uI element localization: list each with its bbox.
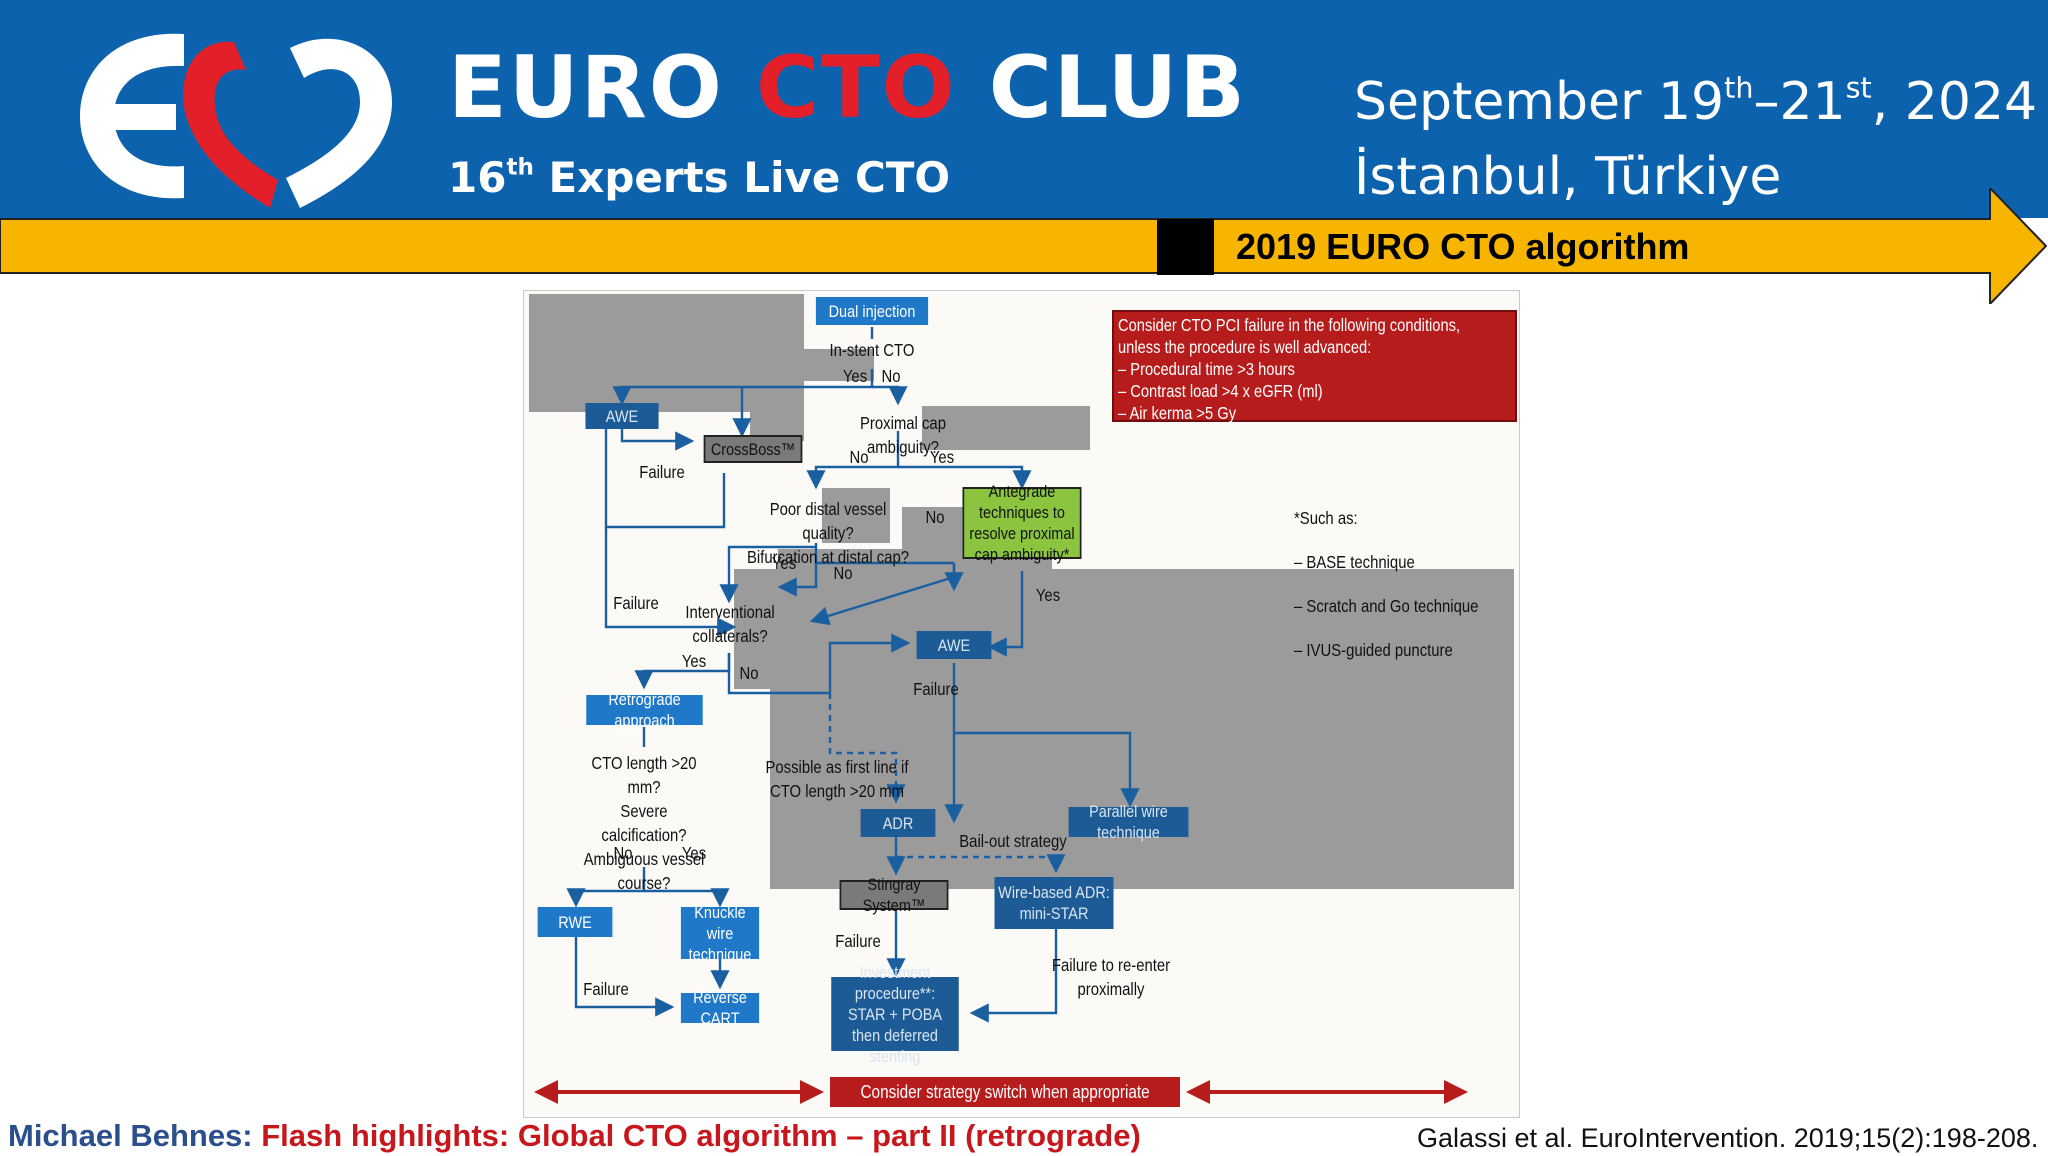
strategy-switch-bar: Consider strategy switch when appropriat…: [830, 1077, 1180, 1107]
section-arrow: [0, 188, 2048, 304]
possible-first-line-note: Possible as first line if CTO length >20…: [765, 757, 909, 801]
shade-region: [804, 349, 874, 381]
dual-injection-box: Dual injection: [815, 297, 929, 325]
failure-awe-label: Failure: [913, 679, 959, 699]
such-as-item: – BASE technique: [1294, 552, 1415, 572]
in-stent-cto-label: In-stent CTO: [829, 340, 915, 360]
knuckle-wire-box: Knuckle wire technique: [680, 903, 760, 964]
reverse-cart-box: Reverse CART: [680, 988, 760, 1028]
distal-vessel-question: Poor distal vessel quality? Bifurcation …: [746, 499, 910, 567]
antegrade-techniques-box: Antegrade techniques to resolve proximal…: [962, 482, 1082, 564]
antegrade-no-label: No: [925, 507, 945, 527]
bailout-strategy-label: Bail-out strategy: [959, 831, 1067, 851]
shade-region: [822, 488, 890, 543]
proximal-no-label: No: [849, 447, 869, 467]
failure-condition-item: – Contrast load >4 x eGFR (ml): [1118, 381, 1323, 401]
footer-talk-info: Michael Behnes: Flash highlights: Global…: [8, 1116, 1141, 1156]
distal-no-label: No: [833, 563, 853, 583]
proximal-yes-label: Yes: [929, 447, 955, 467]
failure-condition-item: – Procedural time >3 hours: [1118, 359, 1295, 379]
such-as-item: – Scratch and Go technique: [1294, 596, 1479, 616]
shade-region: [922, 406, 1090, 450]
brand-part-cto: CTO: [755, 38, 957, 138]
stingray-system-box: Stingray System™: [839, 875, 949, 915]
length-no-label: No: [613, 843, 633, 863]
flow-connectors: [534, 327, 1468, 1104]
subtitle-text: Experts Live CTO: [533, 153, 951, 202]
such-as-note: *Such as: – BASE technique – Scratch and…: [1294, 485, 1490, 683]
rwe-box: RWE: [537, 907, 613, 937]
in-stent-no-label: No: [881, 366, 901, 386]
such-as-title: *Such as:: [1294, 508, 1358, 528]
presenter-name: Michael Behnes:: [8, 1118, 253, 1153]
parallel-wire-box: Parallel wire technique: [1068, 802, 1189, 842]
collaterals-no-label: No: [739, 663, 759, 683]
strategy-switch-label: Consider strategy switch when appropriat…: [860, 1081, 1150, 1102]
failure-conditions-title2: unless the procedure is well advanced:: [1118, 337, 1372, 357]
failure-left-label: Failure: [613, 593, 659, 613]
failure-conditions-box: Consider CTO PCI failure in the followin…: [1112, 310, 1517, 423]
investment-procedure-box: Investment procedure**: STAR + POBA then…: [831, 963, 959, 1066]
failure-crossboss-label: Failure: [639, 462, 685, 482]
awe-top-box: AWE: [585, 403, 659, 429]
crossboss-box: CrossBoss™: [703, 435, 803, 463]
subtitle-number: 16: [448, 153, 507, 202]
retrograde-approach-box: Retrograde approach: [586, 690, 703, 730]
proximal-cap-question: Proximal cap ambiguity?: [860, 413, 946, 457]
cto-length-question: CTO length >20 mm? Severe calcification?…: [583, 753, 705, 893]
subtitle-ordinal: th: [506, 154, 534, 181]
date-start-ordinal: th: [1724, 70, 1754, 105]
interventional-collaterals-question: Interventional collaterals?: [685, 602, 775, 646]
failure-reenter-label: Failure to re-enter proximally: [1051, 955, 1171, 999]
arrow-marker: [1157, 219, 1214, 275]
date-start: September 19: [1354, 72, 1725, 132]
brand-part-club: CLUB: [956, 38, 1247, 138]
wire-based-adr-box: Wire-based ADR: mini-STAR: [994, 877, 1114, 929]
shade-region: [734, 569, 1514, 689]
event-date: September 19th–21st, 2024: [1354, 70, 2037, 134]
adr-box: ADR: [860, 809, 936, 837]
such-as-item: – IVUS-guided puncture: [1294, 640, 1453, 660]
distal-yes-label: Yes: [771, 553, 797, 573]
failure-rwe-label: Failure: [583, 979, 629, 999]
cto-algorithm-figure: Dual injection AWE CrossBoss™ Antegrade …: [523, 290, 1520, 1118]
brand-title: EURO CTO CLUB: [448, 38, 1247, 138]
talk-title: Flash highlights: Global CTO algorithm –…: [261, 1118, 1141, 1153]
header-banner: EURO CTO CLUB 16th Experts Live CTO Sept…: [0, 0, 2048, 218]
antegrade-yes-label: Yes: [1035, 585, 1061, 605]
awe-mid-box: AWE: [916, 631, 992, 659]
collaterals-yes-label: Yes: [681, 651, 707, 671]
date-end: –21: [1753, 72, 1846, 132]
failure-condition-item: – Air kerma >5 Gy: [1118, 403, 1237, 423]
event-subtitle: 16th Experts Live CTO: [448, 150, 950, 206]
shade-region: [750, 381, 804, 441]
citation: Galassi et al. EuroIntervention. 2019;15…: [1417, 1123, 2039, 1153]
failure-stingray-label: Failure: [835, 931, 881, 951]
date-year: , 2024: [1871, 72, 2038, 132]
date-end-ordinal: st: [1845, 70, 1872, 105]
brand-part-euro: EURO: [448, 38, 756, 138]
euro-cto-club-logo: [80, 33, 392, 208]
in-stent-yes-label: Yes: [842, 366, 868, 386]
failure-conditions-title: Consider CTO PCI failure in the followin…: [1118, 315, 1461, 335]
event-location: İstanbul, Türkiye: [1354, 147, 1782, 207]
length-yes-label: Yes: [681, 843, 707, 863]
section-title: 2019 EURO CTO algorithm: [1236, 226, 1690, 267]
